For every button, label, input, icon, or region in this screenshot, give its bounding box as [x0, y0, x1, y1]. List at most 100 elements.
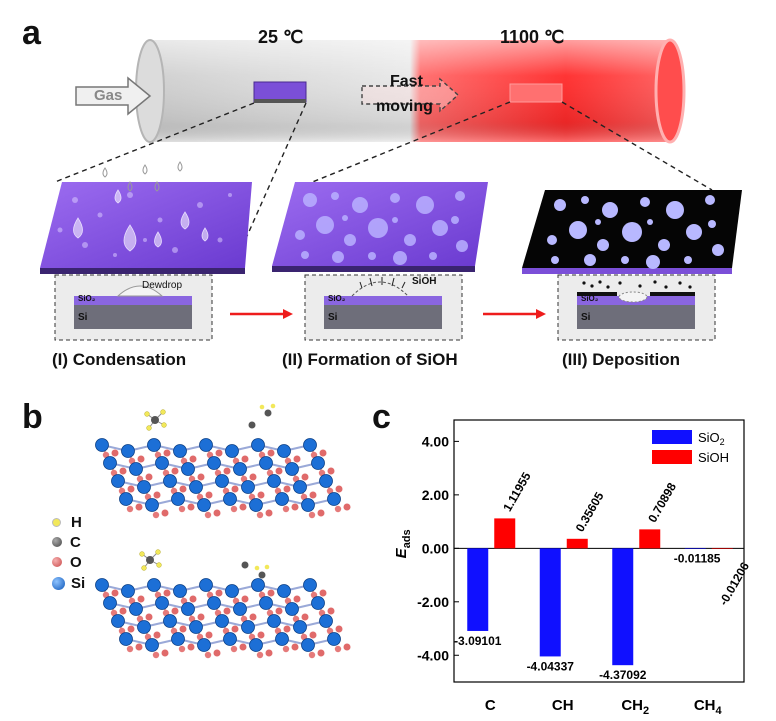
o-atom: [239, 503, 247, 511]
si-atom: [119, 632, 133, 646]
o-atom: [241, 595, 249, 603]
methane-molecule: [144, 409, 167, 431]
legend-label: SiO2: [698, 430, 725, 447]
o-atom: [327, 607, 335, 615]
si-atom: [215, 474, 229, 488]
si-label-3: Si: [581, 312, 591, 323]
o-atom: [256, 511, 264, 519]
si-atom: [233, 462, 247, 476]
methane-molecule: [139, 549, 162, 571]
x-tick-label: C: [485, 697, 496, 714]
o-atom: [179, 485, 187, 493]
o-atom: [265, 509, 273, 517]
panel-b-letter: b: [22, 398, 43, 436]
tube-right-end: [654, 38, 686, 144]
cross-section-3: [557, 274, 716, 341]
bar-sio2: [467, 548, 489, 631]
si-atom: [327, 632, 341, 646]
panel-a-graphic: [40, 38, 742, 341]
o-atom: [249, 613, 257, 621]
o-atom: [189, 455, 197, 463]
y-tick-label: -2.00: [417, 594, 449, 610]
bar-sio2: [684, 548, 706, 549]
crystal-slab: [95, 438, 351, 519]
si-atom: [285, 602, 299, 616]
o-atom: [257, 491, 265, 499]
si-atom: [293, 480, 307, 494]
o-atom: [335, 485, 343, 493]
o-atom: [187, 643, 195, 651]
si-atom: [197, 498, 211, 512]
o-atom: [137, 455, 145, 463]
si-atom: [275, 632, 289, 646]
fast-moving-arrow: [361, 77, 460, 113]
o-atom: [334, 645, 342, 653]
o-atom: [343, 503, 351, 511]
si-atom: [173, 584, 187, 598]
si-atom: [233, 602, 247, 616]
si-atom: [121, 444, 135, 458]
o-atom: [178, 645, 186, 653]
si-atom: [163, 474, 177, 488]
o-atom: [213, 509, 221, 517]
si-atom: [225, 444, 239, 458]
si-atom: [311, 456, 325, 470]
temp-hot-label: 1100 ℃: [500, 27, 565, 47]
o-atom: [127, 485, 135, 493]
o-atom: [204, 511, 212, 519]
sample-hot: [509, 83, 563, 103]
si-atom: [259, 596, 273, 610]
o-atom: [256, 651, 264, 659]
stage1-label: (I) Condensation: [52, 350, 187, 369]
si-atom: [277, 444, 291, 458]
value-label: 0.70898: [645, 480, 679, 525]
o-atom: [275, 467, 283, 475]
o-atom: [343, 643, 351, 651]
si-atom: [251, 438, 265, 452]
si-atom: [199, 578, 213, 592]
o-atom: [291, 503, 299, 511]
o-atom: [127, 625, 135, 633]
crystal-slab: [95, 578, 351, 659]
panel-c-letter: c: [372, 398, 391, 436]
moving-label: moving: [376, 98, 433, 115]
o-atom: [187, 503, 195, 511]
carbon-atom: [241, 561, 249, 569]
o-atom: [293, 595, 301, 603]
si-atom: [259, 456, 273, 470]
ch-fragment: [254, 564, 270, 579]
o-atom: [257, 631, 265, 639]
o-atom: [283, 485, 291, 493]
value-label: -4.04337: [527, 659, 575, 673]
o-atom: [152, 511, 160, 519]
o-atom: [119, 467, 127, 475]
legend-label: SiOH: [698, 450, 729, 465]
o-atom: [205, 491, 213, 499]
si-atom: [249, 498, 263, 512]
y-tick-label: 0.00: [422, 540, 449, 556]
o-atom: [178, 505, 186, 513]
gas-arrow: [75, 76, 152, 116]
legend-o: O: [52, 552, 85, 572]
stage3-label: (III) Deposition: [562, 350, 681, 369]
o-atom: [137, 595, 145, 603]
si-atom: [301, 638, 315, 652]
o-atom: [275, 607, 283, 615]
fast-label: Fast: [390, 73, 423, 90]
x-tick-label: CH2: [621, 697, 649, 717]
value-label: 1.11955: [500, 470, 534, 514]
si-atom: [163, 614, 177, 628]
x-tick-label: CH4: [694, 697, 723, 717]
ch-fragment: [259, 403, 276, 417]
o-atom: [265, 649, 273, 657]
si-atom: [319, 474, 333, 488]
si-atom: [285, 462, 299, 476]
si-atom: [251, 578, 265, 592]
o-atom: [215, 589, 223, 597]
si-atom: [173, 444, 187, 458]
si-atom: [137, 620, 151, 634]
o-atom: [153, 631, 161, 639]
o-atom: [282, 645, 290, 653]
o-atom: [241, 455, 249, 463]
o-atom: [153, 491, 161, 499]
